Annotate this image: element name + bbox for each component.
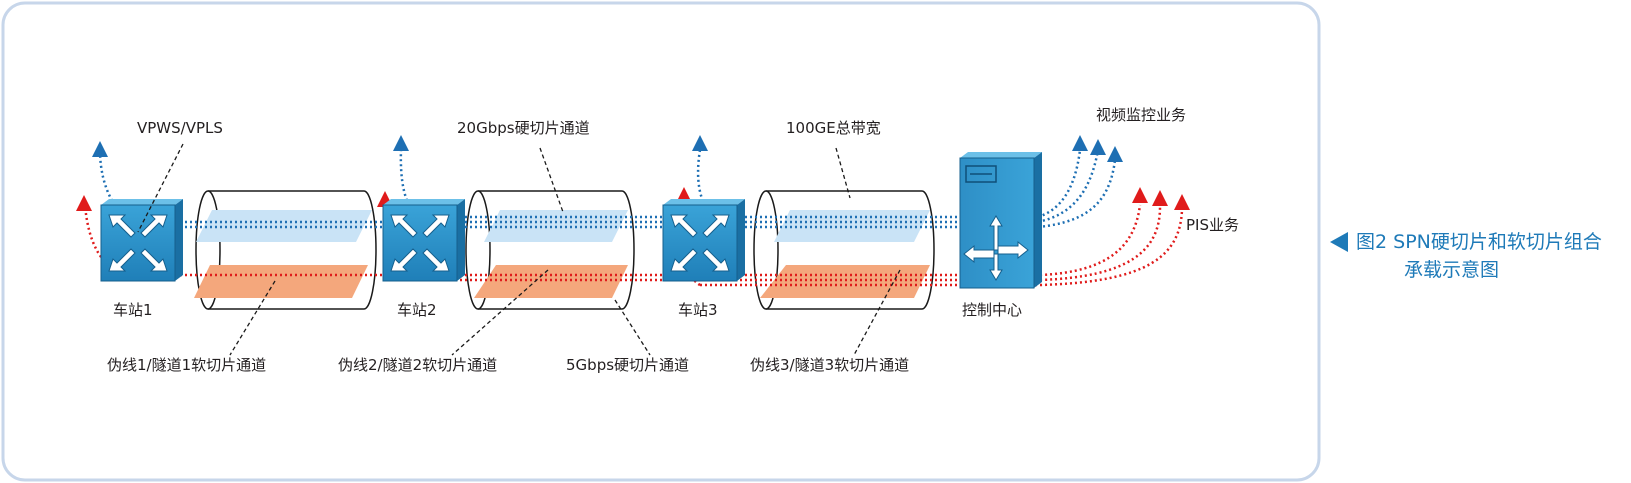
label-station-2: 车站2	[397, 301, 437, 319]
caption-pointer-icon	[1330, 232, 1348, 252]
label-soft-slice-1: 伪线1/隧道1软切片通道	[107, 356, 267, 374]
label-video-service: 视频监控业务	[1096, 106, 1187, 124]
switch-icon	[662, 199, 745, 282]
leader-lines	[137, 143, 901, 356]
blue-arrowheads	[92, 135, 1123, 162]
soft-slice-plane-3	[760, 265, 930, 298]
arrow-up-icon	[1174, 194, 1190, 210]
arrow-up-icon	[92, 141, 108, 157]
tunnel-tube-1	[194, 190, 377, 310]
label-hard-slice-20g: 20Gbps硬切片通道	[457, 119, 590, 137]
tunnel-tube-3	[753, 190, 935, 310]
label-station-3: 车站3	[678, 301, 718, 319]
arrow-up-icon	[76, 195, 92, 211]
tunnel-tube-2	[465, 190, 635, 310]
caption-line-2: 承载示意图	[1404, 259, 1500, 281]
switch-icon	[100, 199, 183, 282]
arrow-up-icon	[1132, 187, 1148, 203]
label-total-bandwidth: 100GE总带宽	[786, 119, 881, 137]
soft-slice-plane-2	[474, 265, 628, 298]
label-soft-slice-3: 伪线3/隧道3软切片通道	[750, 356, 910, 374]
arrow-up-icon	[1090, 139, 1106, 155]
server-icon	[959, 152, 1042, 289]
diagram-frame	[1, 1, 1321, 482]
arrow-up-icon	[1107, 146, 1123, 162]
arrow-up-icon	[393, 135, 409, 151]
label-soft-slice-2: 伪线2/隧道2软切片通道	[338, 356, 498, 374]
soft-slice-plane-1	[194, 265, 368, 298]
label-station-1: 车站1	[113, 301, 153, 319]
arrow-up-icon	[1072, 135, 1088, 151]
caption-line-1: 图2 SPN硬切片和软切片组合	[1356, 231, 1602, 253]
arrow-up-icon	[692, 135, 708, 151]
arrow-up-icon	[1152, 190, 1168, 206]
label-pis-service: PIS业务	[1186, 216, 1239, 234]
hard-slice-plane-1	[196, 210, 372, 242]
label-vpws-vpls: VPWS/VPLS	[137, 119, 223, 137]
label-hard-slice-5g: 5Gbps硬切片通道	[566, 356, 690, 374]
switch-icon	[382, 199, 465, 282]
figure-caption: 图2 SPN硬切片和软切片组合 承载示意图	[1356, 228, 1602, 284]
label-control-center: 控制中心	[962, 301, 1023, 319]
